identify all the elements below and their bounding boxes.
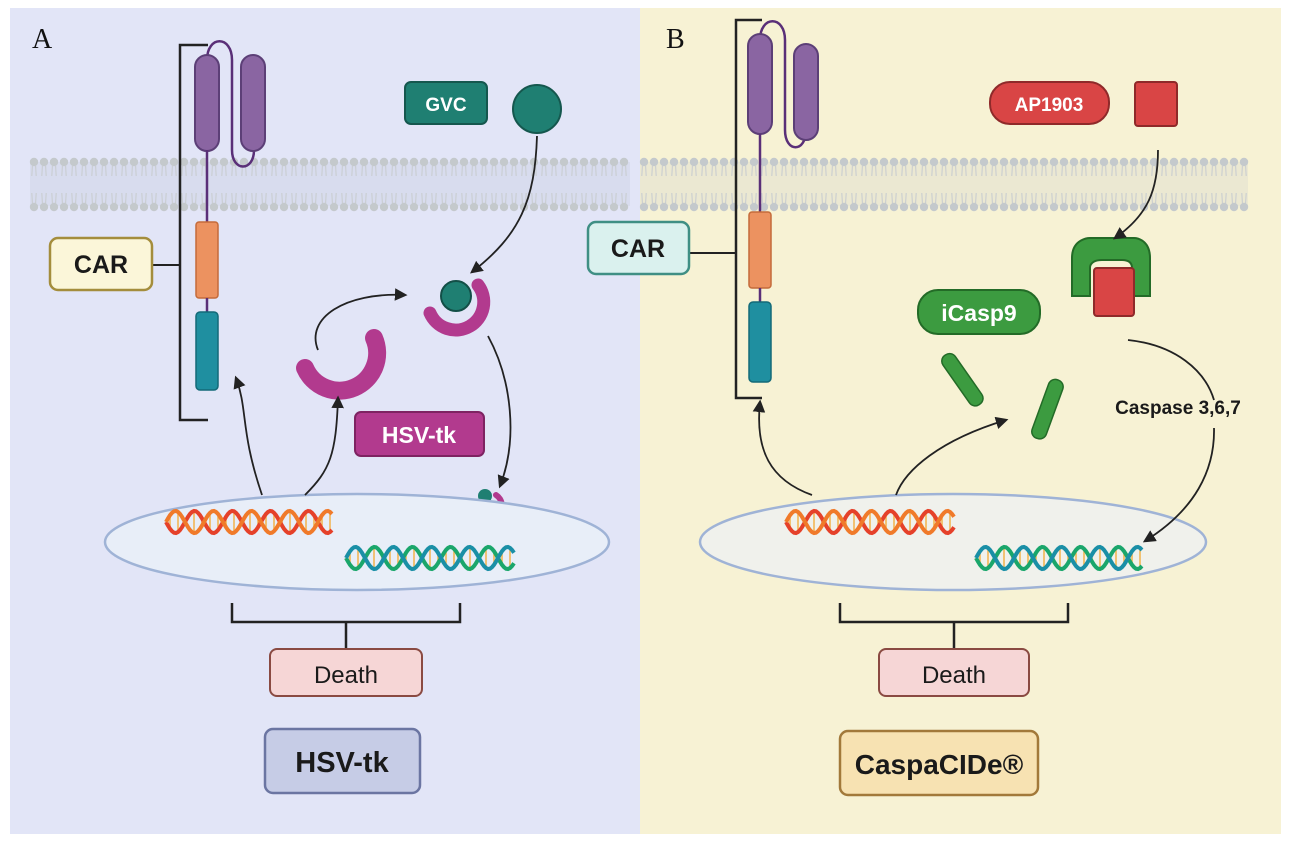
dna-helix-green-b [974, 544, 1144, 572]
arrow-caspase-to-dna [1142, 427, 1215, 543]
arrow-dna-to-car [233, 375, 263, 496]
hsv-tk-label-box: HSV-tk [354, 411, 485, 457]
gvc-label-box: GVC [404, 81, 488, 125]
arrow-dna-to-car-b [752, 399, 813, 496]
gvc-bound-molecule [440, 280, 472, 312]
dna-helix-red-b [784, 508, 956, 536]
hsv-tk-gvc-complex [423, 278, 491, 337]
arrow-dna-to-icasp9 [895, 416, 1009, 496]
arrow-dimer-to-caspase [1127, 339, 1215, 401]
icasp9-monomer-1 [941, 352, 984, 407]
system-label-a: HSV-tk [295, 747, 389, 779]
car-receptor [152, 40, 266, 422]
death-label-box-b: Death [878, 648, 1030, 697]
car-bracket [178, 43, 208, 422]
hsv-tk-label: HSV-tk [382, 422, 456, 448]
car-receptor-b [689, 18, 819, 400]
cell-membrane [29, 157, 630, 212]
system-label-box-b: CaspaCIDe® [838, 729, 1040, 797]
arrow-gvc-to-complex [470, 135, 538, 274]
car-label-box: CAR [48, 236, 154, 292]
icasp9-monomer-2 [1031, 378, 1064, 440]
ap1903-label: AP1903 [1015, 95, 1084, 116]
nucleus [103, 492, 611, 592]
death-bracket [230, 603, 462, 648]
car-extracellular-domain-b [747, 33, 773, 135]
car-costim-domain [195, 221, 219, 299]
death-label-b: Death [922, 662, 986, 689]
death-label-a: Death [314, 662, 378, 689]
car-scfv-domain-b [793, 43, 819, 141]
dna-helix-green [344, 544, 516, 572]
car-costim-domain-b [748, 211, 772, 289]
system-label-b: CaspaCIDe® [855, 749, 1024, 780]
car-label-box-b: CAR [586, 220, 691, 276]
dna-helix-red [164, 508, 334, 536]
ap1903-label-box: AP1903 [989, 81, 1110, 125]
arrow-ap1903-to-dimer [1112, 149, 1159, 240]
panel-a: A CAR GVC [10, 8, 640, 834]
icasp9-label: iCasp9 [941, 300, 1016, 326]
ap1903-bound-molecule [1093, 267, 1135, 317]
arrow-complex-to-dna [487, 335, 512, 489]
ap1903-molecule [1134, 81, 1178, 127]
car-signaling-domain-b [748, 301, 772, 383]
icasp9-label-box: iCasp9 [917, 289, 1041, 335]
cell-membrane-b [639, 157, 1249, 212]
car-label-b: CAR [611, 235, 665, 263]
arrow-dna-to-hsvtk [304, 395, 344, 496]
gvc-molecule [512, 84, 562, 134]
hsv-tk-enzyme [296, 329, 387, 400]
car-extracellular-domain [194, 54, 220, 152]
car-bracket-b [734, 18, 762, 400]
icasp9-ap1903-complex [1071, 237, 1151, 317]
nucleus-b [698, 492, 1208, 592]
car-signaling-domain [195, 311, 219, 391]
system-label-box-a: HSV-tk [263, 727, 422, 795]
death-label-box-a: Death [269, 648, 423, 697]
car-scfv-domain [240, 54, 266, 152]
arrow-hsvtk-to-complex [314, 288, 408, 351]
death-bracket-b [838, 603, 1070, 648]
panel-a-letter: A [32, 24, 53, 55]
gvc-label: GVC [425, 95, 466, 116]
caspase-label: Caspase 3,6,7 [1115, 398, 1241, 419]
car-label: CAR [74, 251, 128, 279]
panel-b-letter: B [666, 24, 685, 55]
panel-b: B CAR AP1903 [586, 8, 1281, 834]
